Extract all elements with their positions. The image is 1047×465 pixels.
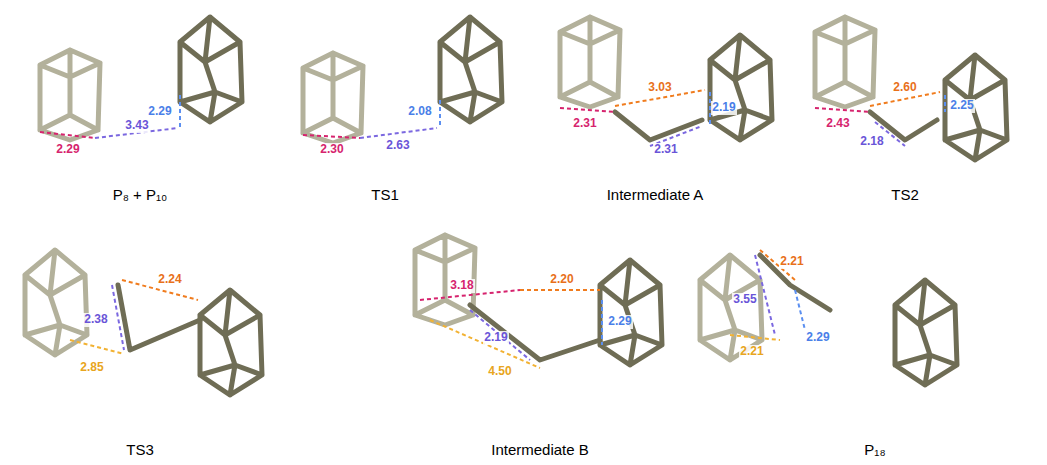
distance-label: 2.30 — [319, 143, 344, 156]
structure-caption: P₁₈ — [864, 442, 885, 459]
distance-label: 2.38 — [83, 313, 108, 326]
distance-label: 2.29 — [607, 315, 632, 328]
structure-caption: TS3 — [126, 442, 154, 459]
distance-label: 3.18 — [449, 279, 474, 292]
distance-label: 2.21 — [779, 255, 804, 268]
distance-label: 3.43 — [124, 119, 149, 132]
distance-label: 2.24 — [157, 273, 182, 286]
structure-caption: Intermediate B — [491, 442, 589, 459]
distance-label: 2.29 — [805, 331, 830, 344]
distance-label: 2.19 — [483, 331, 508, 344]
distance-label: 2.29 — [147, 105, 172, 118]
distance-label: 2.25 — [949, 99, 974, 112]
structure-caption: Intermediate A — [607, 187, 704, 204]
distance-label: 2.85 — [79, 361, 104, 374]
distance-label: 2.43 — [825, 117, 850, 130]
distance-label: 3.55 — [732, 293, 757, 306]
distance-label: 3.03 — [647, 81, 672, 94]
distance-label: 2.19 — [711, 101, 736, 114]
distance-label: 2.63 — [385, 139, 410, 152]
distance-label: 2.18 — [859, 135, 884, 148]
distance-label: 2.21 — [739, 345, 764, 358]
distance-label: 2.20 — [549, 273, 574, 286]
distance-label: 2.29 — [55, 143, 80, 156]
distance-label: 2.31 — [572, 117, 597, 130]
structure-caption: TS2 — [891, 187, 919, 204]
structure-caption: P₈ + P₁₀ — [113, 187, 168, 204]
distance-label: 2.60 — [892, 81, 917, 94]
structure-caption: TS1 — [371, 187, 399, 204]
distance-label: 2.31 — [653, 143, 678, 156]
distance-label: 4.50 — [487, 365, 512, 378]
distance-label: 2.08 — [407, 105, 432, 118]
